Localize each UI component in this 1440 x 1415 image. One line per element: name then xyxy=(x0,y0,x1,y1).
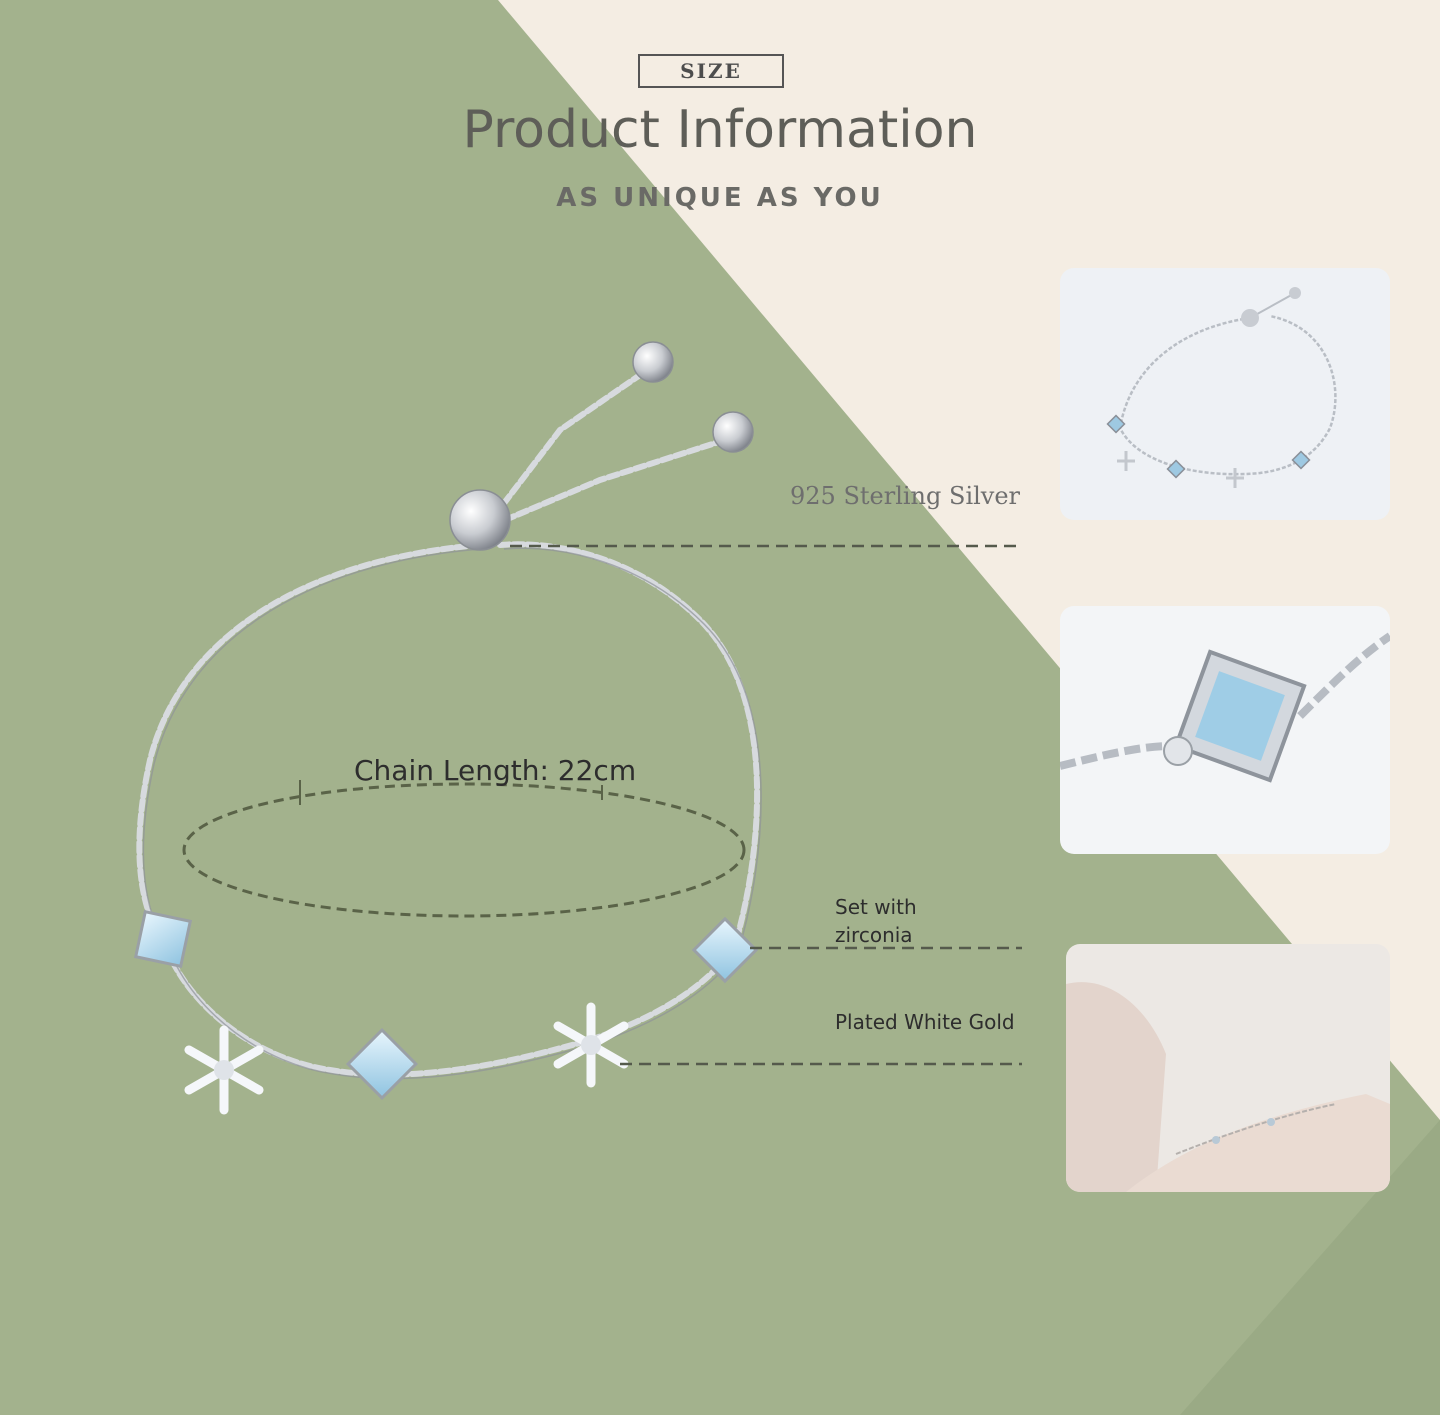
bracelet-on-wrist-thumbnail xyxy=(1066,944,1390,1192)
page-subtitle: AS UNIQUE AS YOU xyxy=(556,183,884,213)
zirconia-stones xyxy=(133,909,759,1101)
end-bead-2 xyxy=(712,411,754,453)
chain-length-ellipse xyxy=(182,782,746,918)
snowflake-charm-2 xyxy=(553,1002,629,1088)
plating-label: Plated White Gold xyxy=(835,1010,1015,1034)
chain-length-label: Chain Length: 22cm xyxy=(354,754,637,787)
size-badge: SIZE xyxy=(638,54,784,88)
leader-lines xyxy=(510,544,1022,1066)
page-title: Product Information xyxy=(462,100,978,160)
bracelet-overview-thumbnail xyxy=(1060,268,1390,520)
end-bead-1 xyxy=(632,341,674,383)
bracelet-chain xyxy=(136,372,761,1078)
stone-label-line1: Set with xyxy=(835,895,917,919)
material-label: 925 Sterling Silver xyxy=(790,482,1021,510)
green-corner xyxy=(1180,1120,1440,1415)
snowflake-charm-1 xyxy=(184,1025,264,1115)
stone-label-line2: zirconia xyxy=(835,923,913,947)
slider-bead xyxy=(449,489,511,551)
zirconia-closeup-thumbnail xyxy=(1060,606,1390,854)
stone-label: Set with zirconia xyxy=(835,893,917,949)
bracelet-chain-shadow xyxy=(142,547,762,1080)
